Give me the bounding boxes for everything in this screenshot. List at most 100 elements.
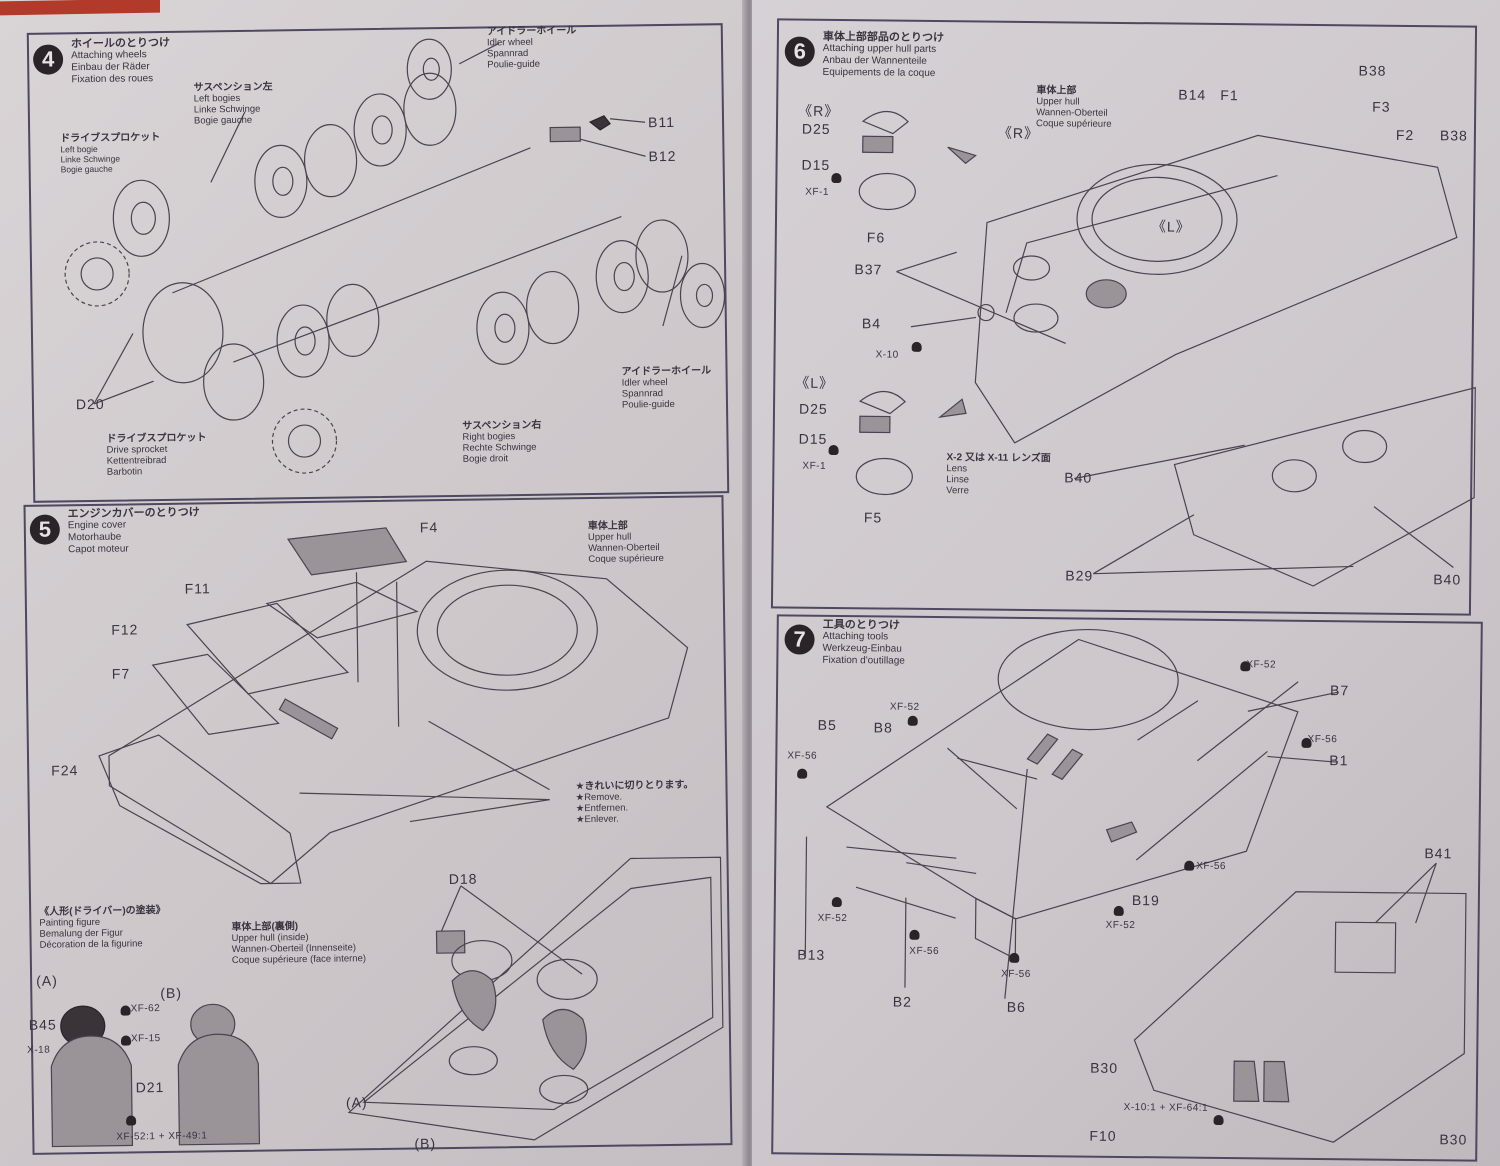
callout-fr: Bogie gauche xyxy=(193,114,253,127)
callout-drive-sprocket: ドライブスプロケット Drive sprocket Kettentreibrad… xyxy=(106,432,207,477)
paint-code: XF-1 xyxy=(805,186,830,198)
paint-code: XF-52 xyxy=(1246,659,1277,671)
callout-upper-hull: 車体上部 Upper hull Wannen-Oberteil Coque su… xyxy=(588,520,664,565)
wheels-assembly-drawing xyxy=(64,38,726,474)
callout-left-bogie: ドライブスプロケット Left bogie Linke Schwinge Bog… xyxy=(60,132,161,175)
callout-fr: Bogie droit xyxy=(462,453,509,465)
part-label: B1 xyxy=(1329,752,1349,769)
paint-dot-icon xyxy=(1113,905,1124,916)
callout-jp: アイドラーホイール xyxy=(621,365,712,378)
part-label: F10 xyxy=(1089,1127,1117,1144)
step-6-panel: 6 車体上部部品のとりつけ Attaching upper hull parts… xyxy=(770,18,1478,616)
figure-painting-fr: Décoration de la figurine xyxy=(39,938,143,951)
paint-code: XF-52 xyxy=(817,912,848,925)
part-label: B14 xyxy=(1178,86,1207,103)
paint-dot-icon xyxy=(907,715,918,726)
part-label: B11 xyxy=(647,113,676,131)
inside-variant-a-label: (A) xyxy=(345,1094,368,1111)
part-label: B12 xyxy=(648,147,677,165)
paint-dot-icon xyxy=(1009,952,1020,963)
part-label: F12 xyxy=(111,621,139,638)
part-label: B38 xyxy=(1358,62,1387,79)
paint-code: XF-52 xyxy=(889,701,920,713)
part-label: D20 xyxy=(75,395,105,413)
callout-fr: Coque supérieure xyxy=(1035,118,1112,130)
remove-note-fr: ★Enlever. xyxy=(575,813,619,826)
part-label: D25 xyxy=(801,120,831,137)
paint-dot-icon xyxy=(120,1035,132,1046)
part-label: B37 xyxy=(854,261,883,278)
callout-right-bogies: サスペンション右 Right bogies Rechte Schwinge Bo… xyxy=(462,420,542,465)
callout-fr: Poulie-guide xyxy=(621,398,675,411)
paint-dot-icon xyxy=(828,444,839,456)
tools-drawing xyxy=(804,628,1467,1143)
paint-code: XF-62 xyxy=(130,1003,161,1015)
part-label: B30 xyxy=(1439,1131,1468,1148)
paint-code: XF-56 xyxy=(787,750,818,762)
paint-code: X-10 xyxy=(875,349,899,361)
part-label: F24 xyxy=(51,762,79,779)
part-label: D25 xyxy=(798,400,828,417)
paint-code: XF-1 xyxy=(802,460,827,472)
road-wheel xyxy=(112,179,170,257)
side-r-label-hull: 《R》 xyxy=(997,124,1040,142)
figure-painting-callout: 《人形(ドライバー)の塗装》 Painting figure Bemalung … xyxy=(39,905,166,951)
paint-code: XF-52:1 + XF-49:1 xyxy=(116,1130,208,1143)
step-7-panel: 7 工具のとりつけ Attaching tools Werkzeug-Einba… xyxy=(771,614,1483,1162)
paint-dot-icon xyxy=(1301,737,1312,748)
right-page: 6 車体上部部品のとりつけ Attaching upper hull parts… xyxy=(752,0,1500,1166)
callout-jp: 車体上部 xyxy=(1036,85,1077,97)
callout-jp: アイドラーホイール xyxy=(486,25,577,38)
callout-fr: Verre xyxy=(946,485,969,497)
callout-fr: Bogie gauche xyxy=(60,163,113,175)
paint-dot-icon xyxy=(1213,1114,1224,1126)
callout-jp: サスペンション左 xyxy=(193,81,273,94)
part-label: B40 xyxy=(1433,571,1462,588)
callout-lens: X-2 又は X-11 レンズ面 Lens Linse Verre xyxy=(946,452,1051,497)
paint-code: XF-52 xyxy=(1105,919,1136,932)
callout-fr: Poulie-guide xyxy=(487,58,541,71)
part-label: B6 xyxy=(1006,998,1026,1015)
part-label: B41 xyxy=(1424,845,1453,862)
part-label: D15 xyxy=(801,156,831,173)
step-5-panel: 5 エンジンカバーのとりつけ Engine cover Motorhaube C… xyxy=(23,495,733,1155)
callout-de: Rechte Schwinge xyxy=(462,441,537,454)
side-r-label: 《R》 xyxy=(798,102,840,120)
part-label: B7 xyxy=(1329,682,1350,699)
part-label: B19 xyxy=(1131,892,1160,909)
paint-code: XF-56 xyxy=(909,945,940,958)
part-label: F11 xyxy=(184,580,211,597)
figure-painting-jp: 《人形(ドライバー)の塗装》 xyxy=(39,904,166,918)
part-label: F3 xyxy=(1372,98,1391,115)
paint-dot-icon xyxy=(909,929,920,940)
part-label: B2 xyxy=(892,993,913,1010)
paint-code: XF-56 xyxy=(1307,733,1338,746)
part-label: B5 xyxy=(817,716,837,733)
callout-jp: ドライブスプロケット xyxy=(60,132,161,145)
part-label: B45 xyxy=(28,1016,57,1033)
part-label: F5 xyxy=(863,509,883,526)
part-label: D21 xyxy=(135,1079,165,1096)
inside-variant-b-label: (B) xyxy=(414,1135,437,1152)
side-l-label-hull: 《L》 xyxy=(1151,218,1191,235)
part-label: D18 xyxy=(448,870,478,888)
part-label: B38 xyxy=(1439,127,1468,144)
remove-note: ★きれいに切りとります。 ★Remove. ★Entfernen. ★Enlev… xyxy=(575,780,694,826)
paint-code-mix: X-10:1 + XF-64:1 xyxy=(1123,1101,1209,1114)
paint-dot-icon xyxy=(1240,661,1251,672)
callout-de: Wannen-Oberteil xyxy=(1036,107,1108,119)
callout-fr: Coque supérieure xyxy=(588,552,664,566)
figure-variant-a-label: (A) xyxy=(36,972,58,989)
part-label: F1 xyxy=(1220,86,1239,104)
paint-code: XF-56 xyxy=(1001,968,1031,980)
paint-code: XF-56 xyxy=(1196,860,1227,873)
callout-jp: ドライブスプロケット xyxy=(106,432,207,445)
paint-dot-icon xyxy=(911,341,922,352)
callout-idler-wheel-bottom: アイドラーホイール Idler wheel Spannrad Poulie-gu… xyxy=(621,365,711,410)
part-label: F4 xyxy=(419,519,439,536)
part-label: B40 xyxy=(1064,469,1093,486)
side-l-label: 《L》 xyxy=(795,374,835,391)
paint-code: X-18 xyxy=(27,1044,51,1056)
callout-fr: Barbotin xyxy=(106,466,143,478)
figure-a xyxy=(50,1005,134,1148)
